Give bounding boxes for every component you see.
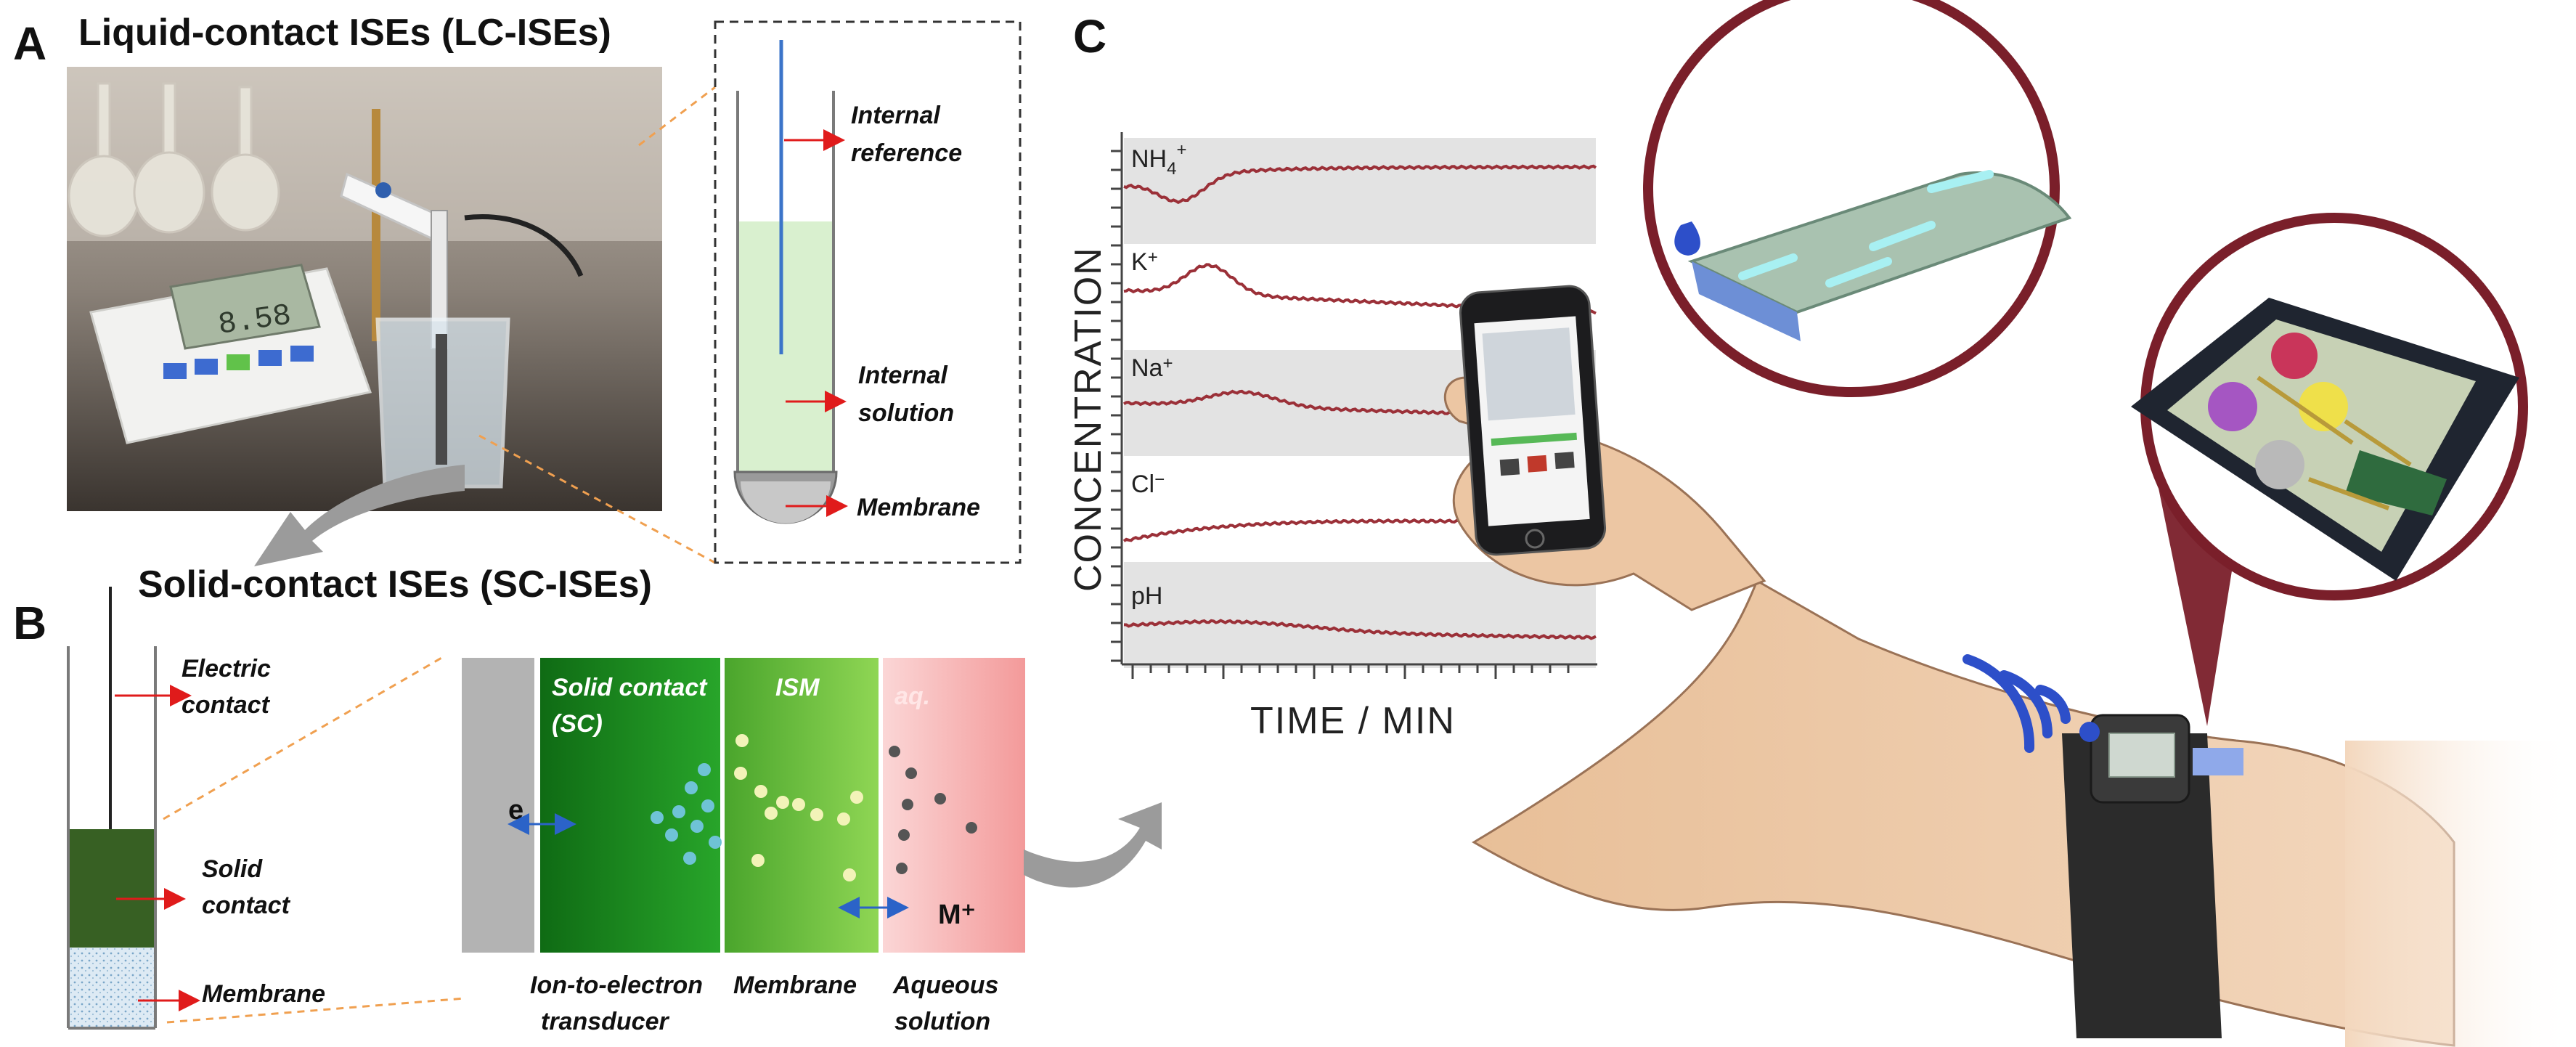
- volumetric-flask-icon: [68, 82, 280, 237]
- panel-c-letter: C: [1073, 10, 1106, 62]
- label-electric-contact-2: contact: [182, 691, 271, 719]
- electrode-layer: [462, 658, 534, 953]
- chart-band: [1124, 562, 1596, 668]
- label-lc-membrane: Membrane: [857, 494, 980, 521]
- panel-a-title: Liquid-contact ISEs (LC-ISEs): [78, 12, 611, 54]
- ion-label-k: K+: [1131, 248, 1158, 276]
- chart-band: [1124, 138, 1596, 244]
- label-electric-contact-1: Electric: [182, 655, 271, 683]
- arm-band-sensor: [2062, 714, 2243, 1038]
- zoom-callout-bottom: [2131, 213, 2528, 600]
- smartphone-icon: [1459, 285, 1607, 556]
- y-axis-label: CONCENTRATION: [1067, 246, 1109, 592]
- solid-contact-layer: [540, 658, 720, 953]
- layer-sc-title-2: (SC): [552, 710, 603, 738]
- panel-b-title: Solid-contact ISEs (SC-ISEs): [138, 563, 652, 606]
- ion-symbol: M⁺: [938, 900, 976, 930]
- trace-line: [1123, 619, 1597, 640]
- label-sc-membrane: Membrane: [202, 980, 325, 1008]
- beaker-icon: [375, 317, 510, 489]
- aqueous-particles: [889, 746, 977, 874]
- caption-transducer-2: transducer: [541, 1008, 669, 1035]
- ion-label-ph: pH: [1131, 582, 1162, 610]
- caption-aqueous-2: solution: [894, 1008, 990, 1035]
- sc-particles: [651, 763, 722, 865]
- ism-particles: [734, 734, 863, 881]
- panel-b-letter: B: [13, 597, 46, 649]
- caption-transducer-1: Ion-to-electron: [530, 971, 703, 999]
- ion-label-cl: Cl−: [1131, 470, 1165, 498]
- label-internal-solution-2: solution: [858, 399, 954, 427]
- lc-ise-electrode-diagram: [733, 40, 848, 524]
- layer-aq-title: aq.: [894, 683, 930, 710]
- label-solid-contact-1: Solid: [202, 855, 263, 883]
- label-solid-contact-2: contact: [202, 892, 291, 919]
- ion-label-nh4: NH4+: [1131, 140, 1186, 179]
- curved-arrow-a-to-b: [254, 465, 465, 566]
- ph-meter-icon: 8.58: [89, 264, 372, 444]
- layer-sc-title-1: Solid contact: [552, 674, 708, 701]
- caption-membrane: Membrane: [733, 971, 857, 999]
- label-internal-solution-1: Internal: [858, 362, 948, 389]
- electron-symbol: e: [508, 795, 523, 826]
- sc-ise-electrode-diagram: [67, 587, 200, 1030]
- layer-ism-title: ISM: [775, 674, 820, 701]
- x-axis-label: TIME / MIN: [1250, 700, 1456, 742]
- panel-a-letter: A: [13, 17, 46, 70]
- label-internal-reference-2: reference: [851, 139, 962, 167]
- wireless-signal-icon: [1962, 654, 2071, 753]
- trace-line: [1123, 164, 1597, 205]
- curved-arrow-b-to-c: [1024, 802, 1162, 888]
- lab-photo: 8.58: [67, 67, 662, 511]
- caption-aqueous-1: Aqueous: [892, 971, 998, 999]
- ion-label-na: Na+: [1131, 354, 1173, 382]
- label-internal-reference-1: Internal: [851, 102, 941, 129]
